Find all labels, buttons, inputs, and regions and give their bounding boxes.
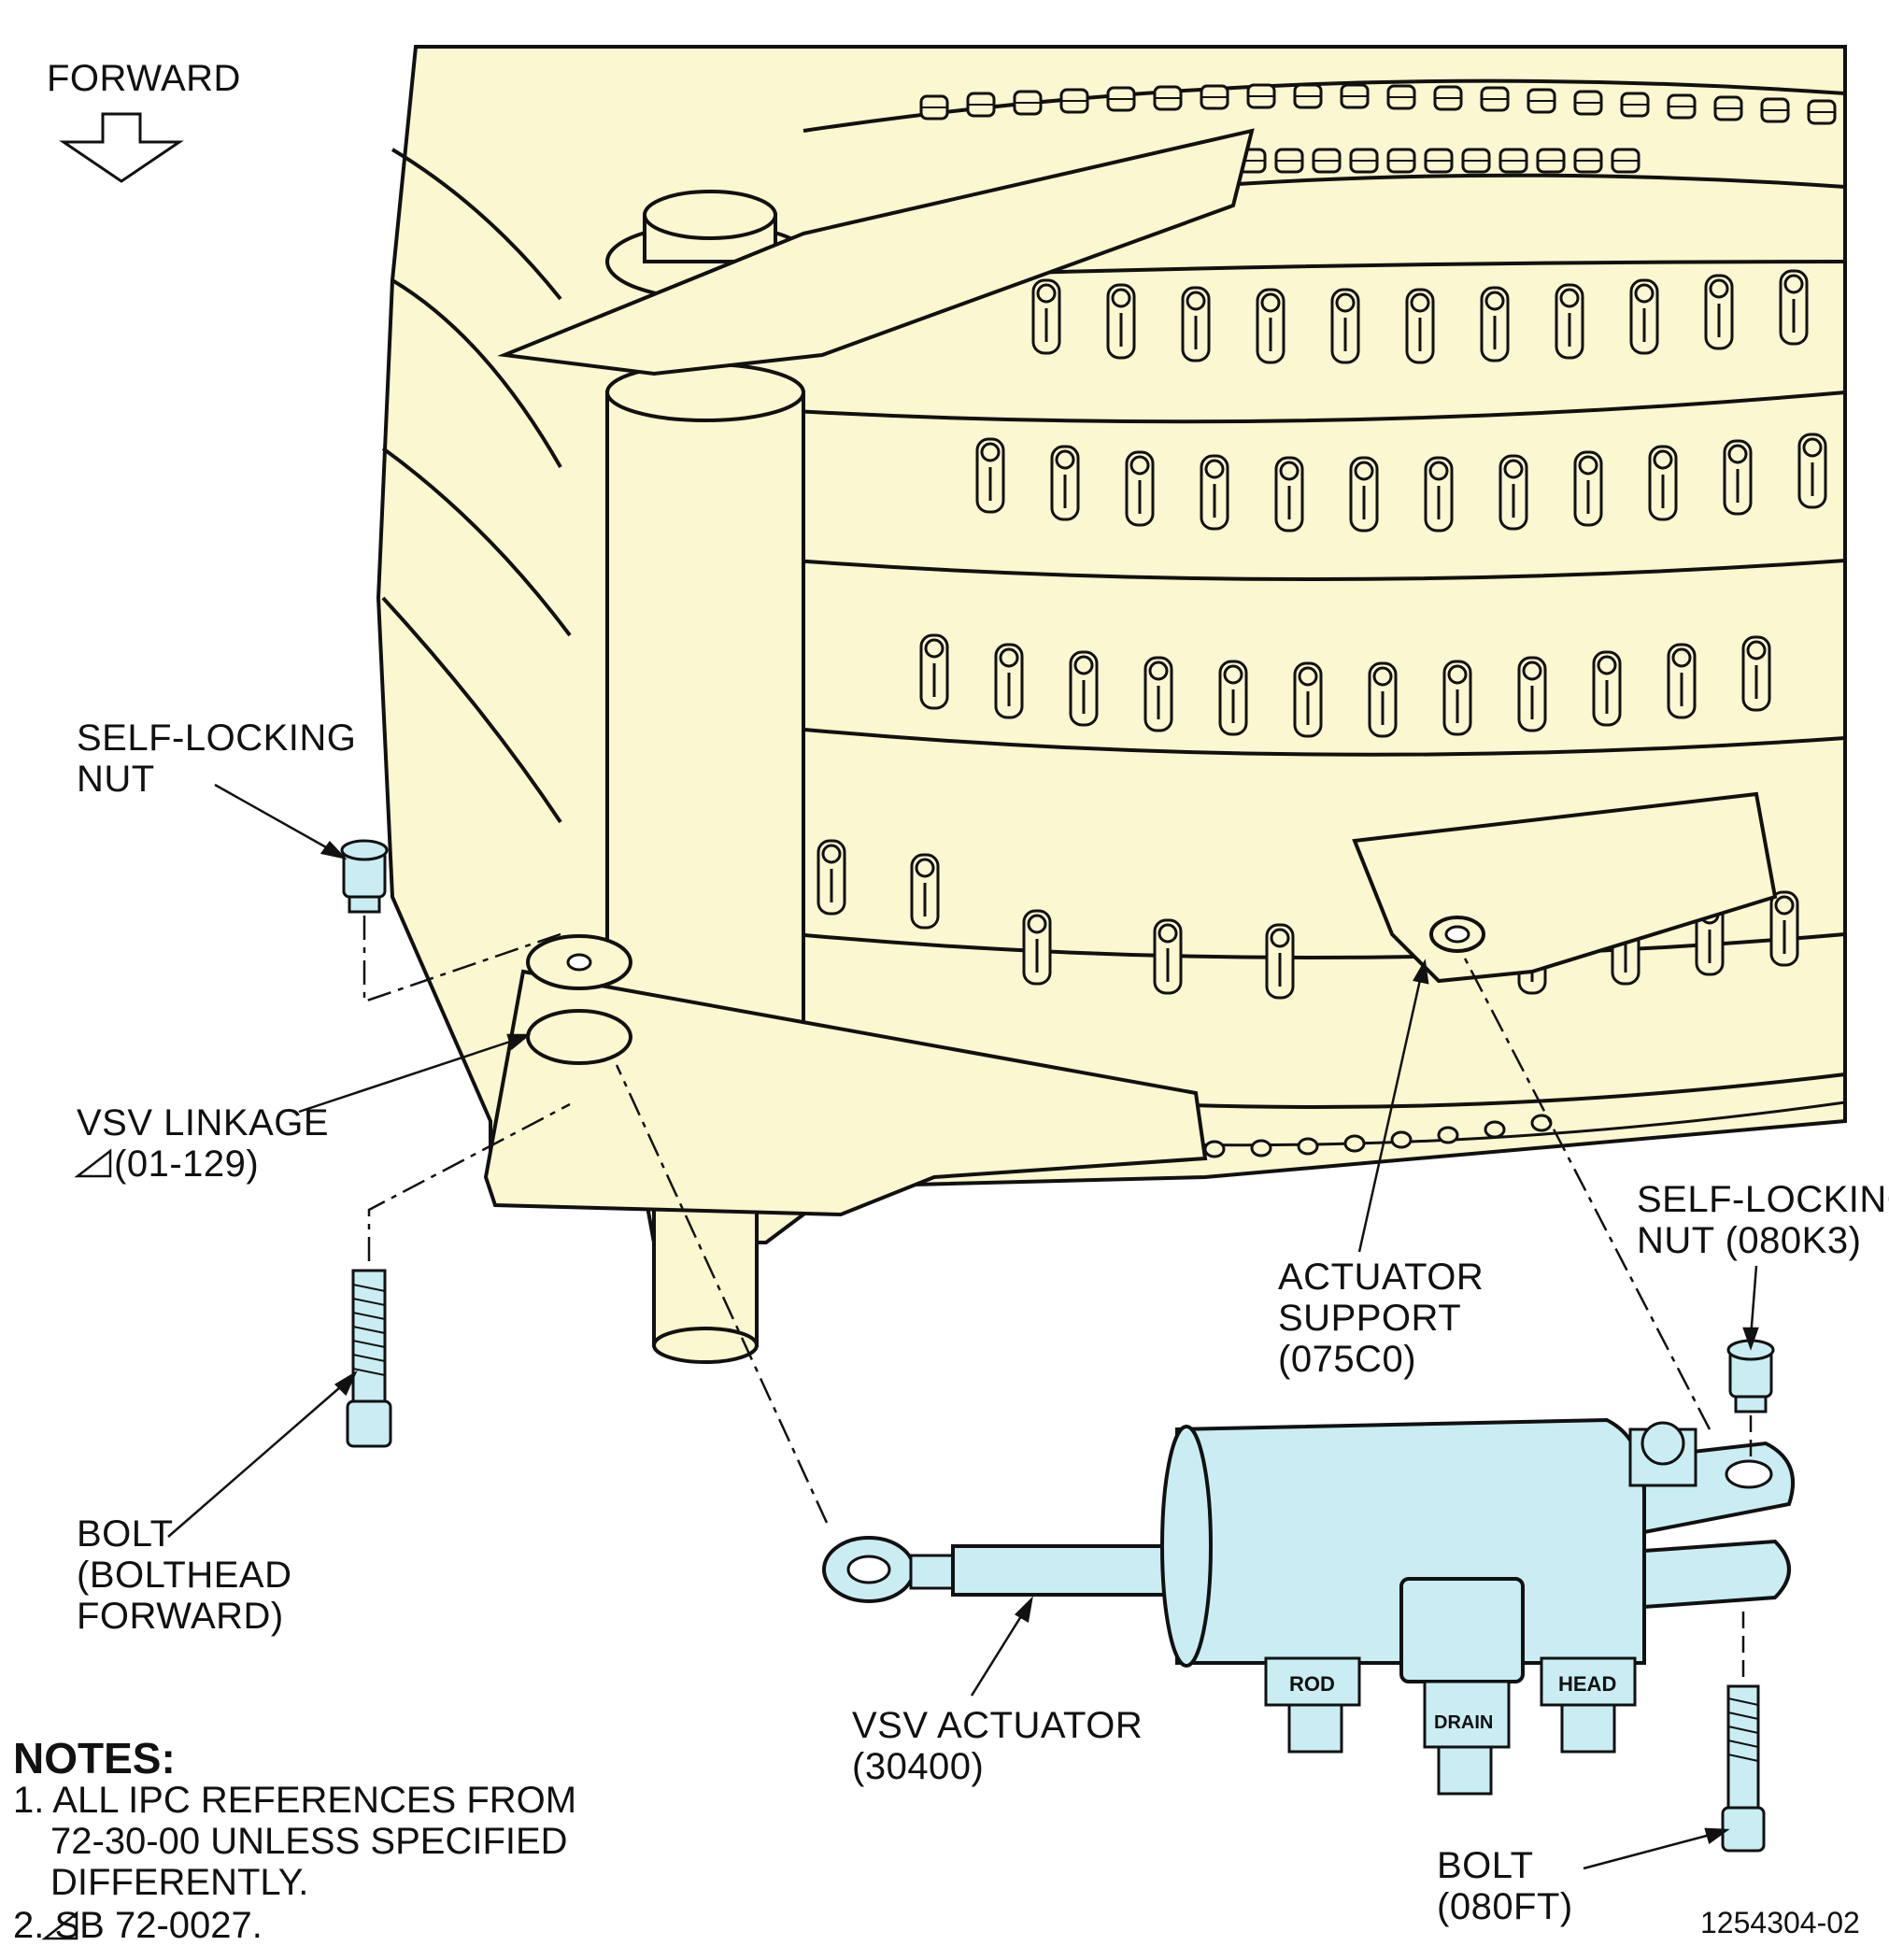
vsv-actuator: ROD DRAIN HEAD [822, 1417, 1796, 1796]
callout-vsv-actuator: VSV ACTUATOR (30400) [852, 1705, 1143, 1787]
self-locking-nut-right [1726, 1339, 1775, 1413]
bolt-left [346, 1269, 392, 1448]
callout-bolt-right: BOLT (080FT) [1437, 1845, 1573, 1927]
callout-self-locking-nut-right: SELF-LOCKING NUT (080K3) [1637, 1179, 1889, 1261]
note-2: 2. SB 72-0027. [13, 1905, 263, 1946]
port-label-rod: ROD [1289, 1672, 1335, 1696]
forward-arrow-icon [59, 112, 184, 183]
port-label-drain: DRAIN [1434, 1712, 1493, 1733]
note-triangle-icon [41, 1148, 112, 1940]
port-label-head: HEAD [1558, 1672, 1616, 1696]
figure-number: 1254304-02 [1700, 1906, 1860, 1939]
direction-label: FORWARD [47, 58, 241, 99]
callout-bolt-left: BOLT (BOLTHEAD FORWARD) [77, 1513, 292, 1637]
callout-self-locking-nut-left: SELF-LOCKING NUT [77, 717, 357, 800]
notes-title: NOTES: [13, 1734, 176, 1782]
callout-vsv-linkage: VSV LINKAGE (01-129) [77, 1102, 330, 1185]
callout-actuator-support: ACTUATOR SUPPORT (075C0) [1278, 1257, 1484, 1380]
engine-stator-case [376, 45, 1847, 1364]
self-locking-nut-left [340, 839, 389, 914]
bolt-right [1721, 1684, 1766, 1853]
note-1: 1. ALL IPC REFERENCES FROM 72-30-00 UNLE… [13, 1780, 577, 1903]
